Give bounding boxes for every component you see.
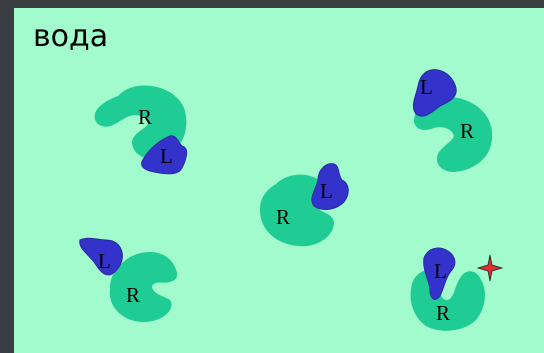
receptor-label: R — [460, 119, 474, 143]
complex-1: R L — [94, 85, 188, 175]
complex-5: L R — [410, 247, 504, 331]
receptor-label: R — [276, 205, 290, 229]
receptor-shape — [414, 96, 493, 172]
ligand-shape — [423, 247, 456, 300]
diagram-title: вода — [33, 19, 109, 54]
receptor-label: R — [126, 283, 140, 307]
receptor-shape — [109, 251, 178, 322]
ligand-shape — [412, 69, 457, 117]
diagram-canvas: вода R L L R R L — [14, 8, 544, 353]
complex-2: L R — [412, 69, 493, 172]
ligand-label: L — [98, 249, 111, 273]
diagram-svg: R L L R R L R L — [79, 69, 504, 331]
star-icon — [476, 254, 504, 282]
ligand-label: L — [160, 144, 173, 168]
complex-4: R L — [79, 237, 178, 322]
complex-3: R L — [260, 163, 349, 247]
ligand-label: L — [320, 179, 333, 203]
ligand-shape — [79, 237, 123, 276]
ligand-label: L — [420, 75, 433, 99]
ligand-shape — [311, 163, 349, 210]
receptor-label: R — [436, 301, 450, 325]
ligand-shape — [141, 135, 188, 175]
receptor-label: R — [138, 105, 152, 129]
ligand-label: L — [434, 259, 447, 283]
